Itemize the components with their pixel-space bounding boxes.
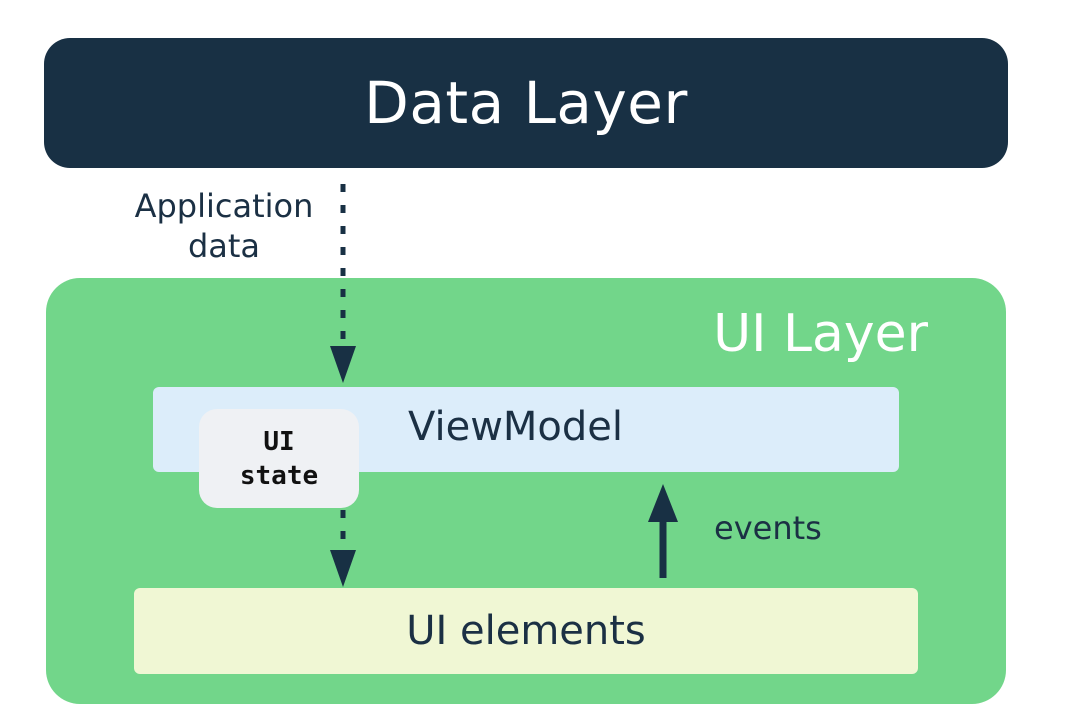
ui-state-line2: state [239,460,319,491]
data-layer-label: Data Layer [364,69,688,137]
events-label: events [714,509,822,547]
application-data-line2: data [187,227,261,265]
ui-elements-box: UI elements [134,588,918,674]
application-data-line1: Application [134,187,314,225]
data-layer-box: Data Layer [44,38,1008,168]
ui-elements-label: UI elements [406,608,646,654]
ui-state-chip: UI state [199,409,359,508]
ui-layer-label: UI Layer [713,304,928,364]
ui-state-line1: UI [263,426,295,457]
viewmodel-label: ViewModel [408,404,624,450]
application-data-label: Application data [118,186,330,266]
